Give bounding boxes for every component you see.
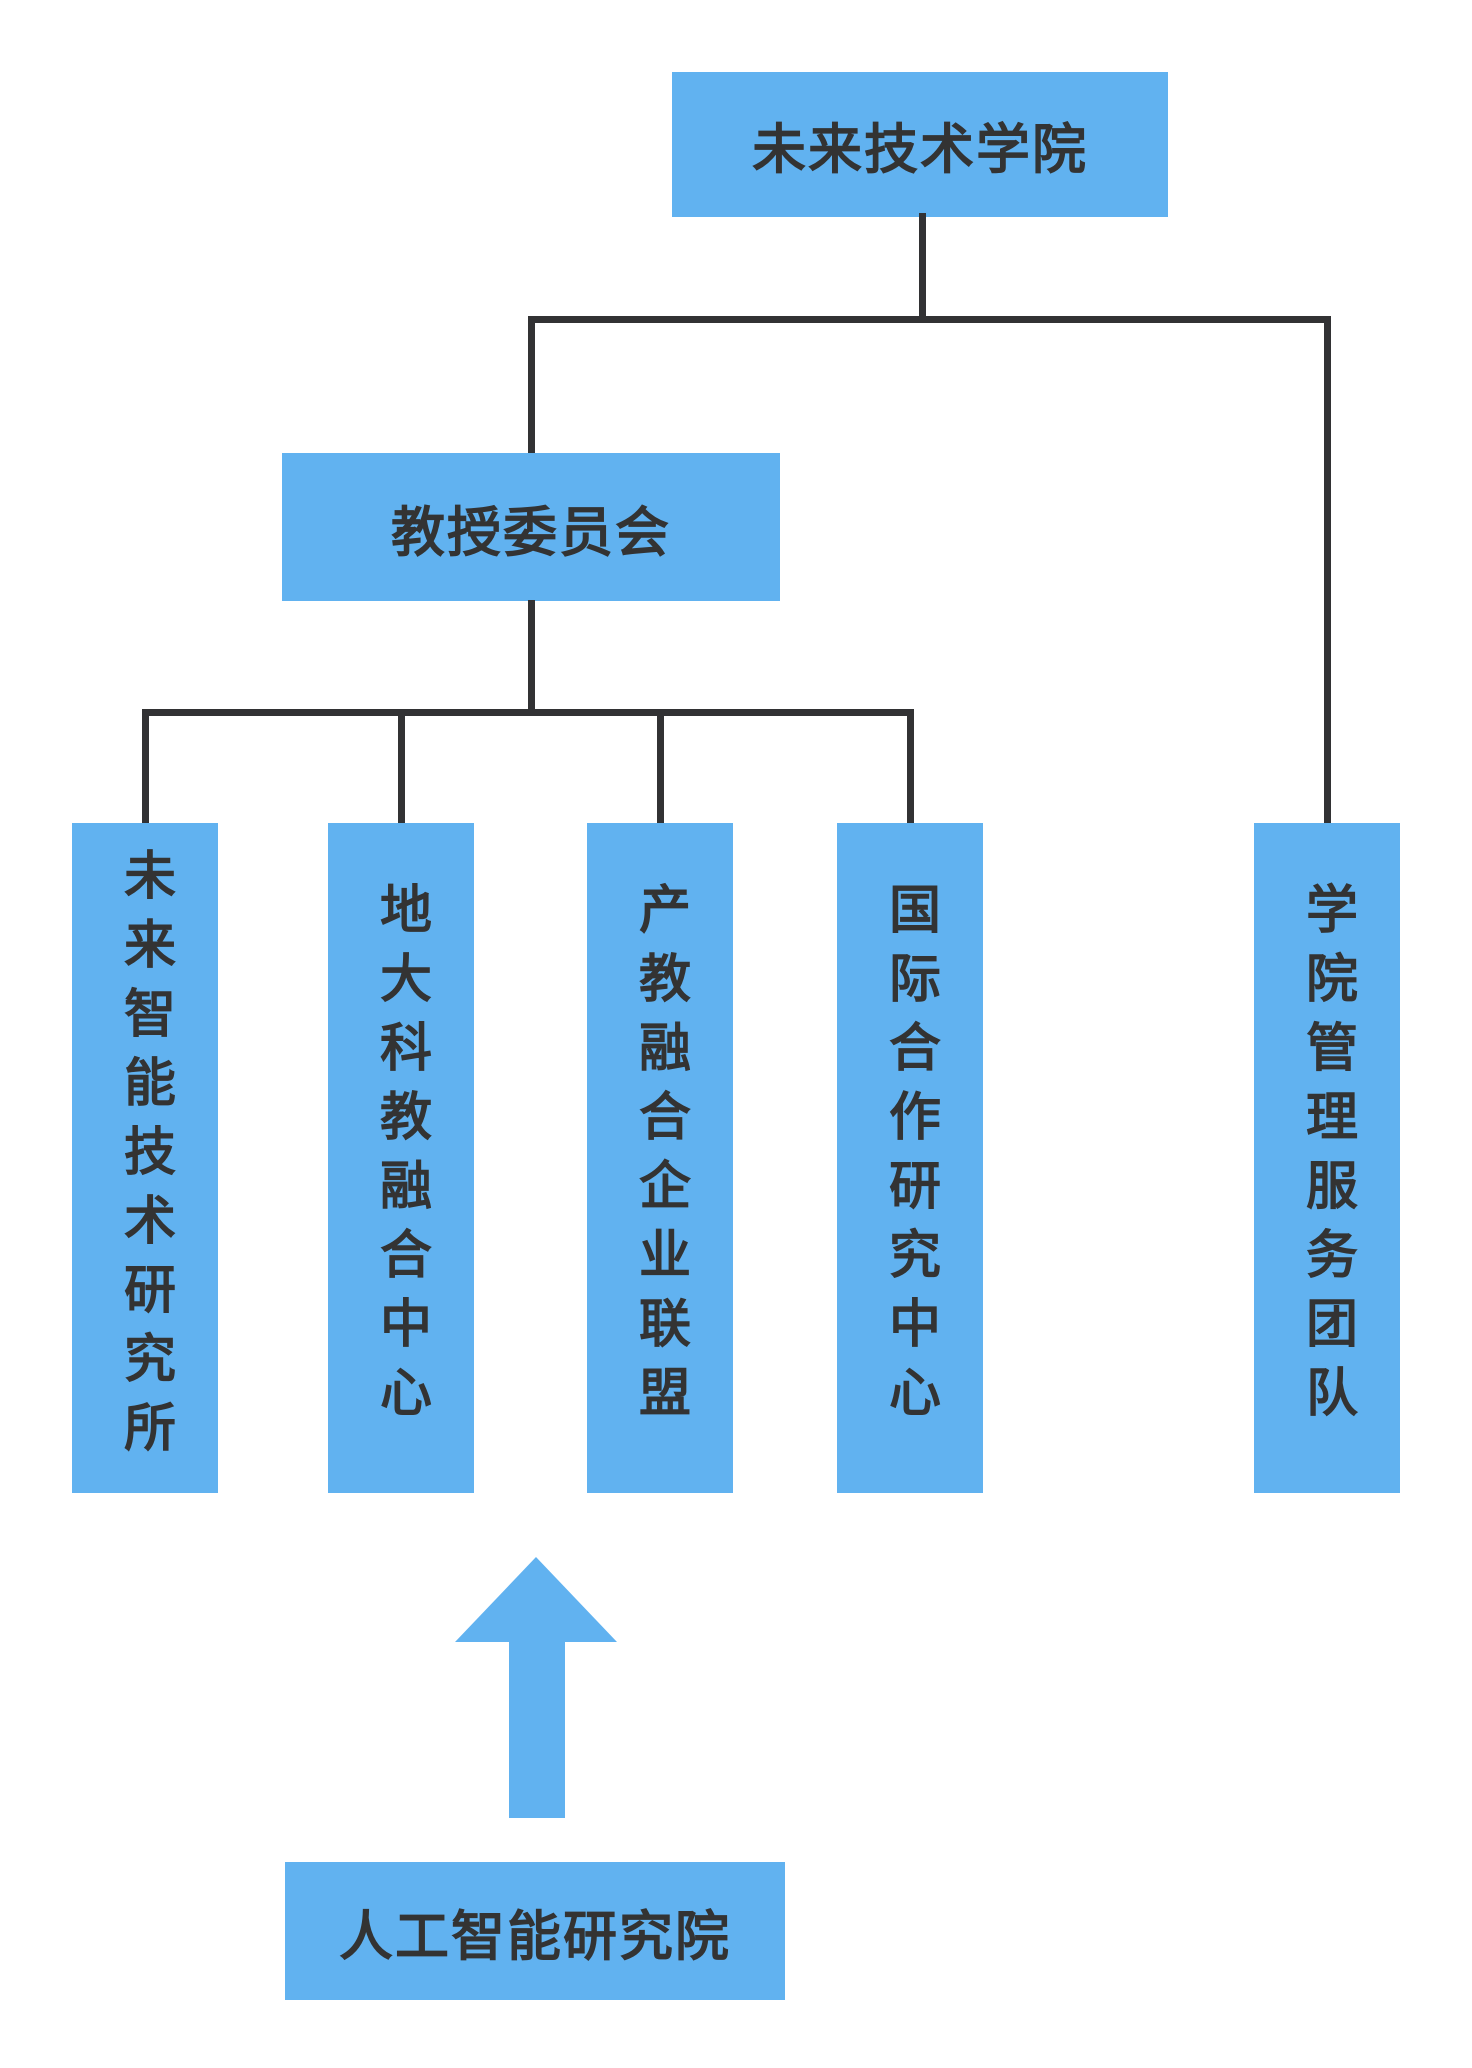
node-dept-label: 产教融合企业联盟	[630, 882, 689, 1434]
connector-root-to-committee	[528, 316, 535, 456]
node-dept-label: 地大科教融合中心	[371, 882, 430, 1434]
up-arrow-head-icon	[455, 1557, 617, 1642]
connector-root-to-management	[1324, 316, 1331, 825]
node-root: 未来技术学院	[672, 72, 1168, 217]
node-dept-college-management-service-team: 学院管理服务团队	[1254, 823, 1400, 1493]
node-dept-industry-education-alliance: 产教融合企业联盟	[587, 823, 733, 1493]
node-root-label: 未来技术学院	[752, 120, 1088, 180]
node-dept-label: 学院管理服务团队	[1297, 882, 1356, 1434]
node-committee: 教授委员会	[282, 453, 780, 601]
node-dept-label: 未来智能技术研究所	[115, 847, 174, 1469]
up-arrow-shaft	[509, 1638, 565, 1818]
connector-committee-branch	[142, 709, 914, 716]
connector-root-stem	[919, 213, 926, 320]
node-affiliate-ai-research-institute: 人工智能研究院	[285, 1862, 785, 2000]
connector-committee-stem	[528, 600, 535, 713]
connector-to-dept-3	[657, 709, 664, 824]
node-affiliate-label: 人工智能研究院	[339, 1906, 731, 1967]
connector-to-dept-1	[142, 709, 149, 824]
node-dept-didai-sci-edu-fusion-center: 地大科教融合中心	[328, 823, 474, 1493]
node-dept-international-cooperation-center: 国际合作研究中心	[837, 823, 983, 1493]
node-dept-future-intelligent-tech-institute: 未来智能技术研究所	[72, 823, 218, 1493]
connector-to-dept-2	[398, 709, 405, 824]
node-committee-label: 教授委员会	[391, 502, 671, 563]
connector-to-dept-4	[907, 709, 914, 824]
connector-root-branch	[528, 316, 1331, 323]
node-dept-label: 国际合作研究中心	[880, 882, 939, 1434]
